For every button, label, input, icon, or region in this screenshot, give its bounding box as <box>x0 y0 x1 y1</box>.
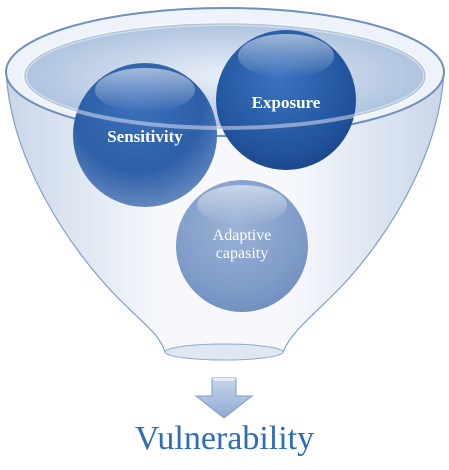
down-arrow-icon <box>194 377 254 419</box>
funnel-rim-glass <box>23 22 427 130</box>
exposure-ball: Exposure <box>216 30 356 170</box>
funnel-spout <box>164 343 284 361</box>
vulnerability-label: Vulnerability <box>134 420 315 457</box>
adaptive-label-line1: Adaptive <box>213 227 272 244</box>
sensitivity-label: Sensitivity <box>107 127 183 146</box>
adaptive-capacity-ball: Adaptive capasity <box>176 180 308 312</box>
sensitivity-ball: Sensitivity <box>73 63 217 207</box>
exposure-label: Exposure <box>252 93 321 112</box>
adaptive-label-line2: capasity <box>216 245 268 262</box>
